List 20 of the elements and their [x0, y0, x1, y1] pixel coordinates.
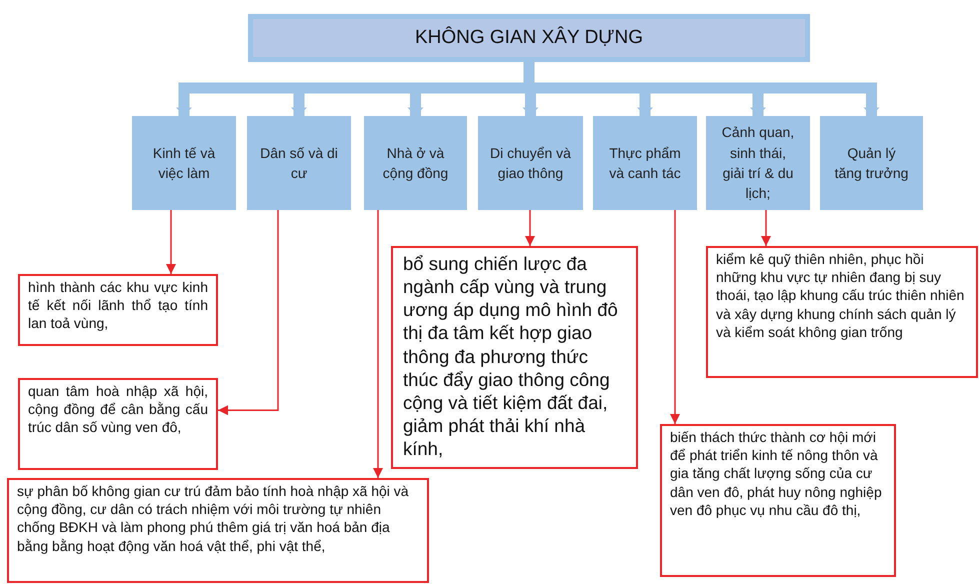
category-box: Di chuyển và giao thông [478, 116, 583, 210]
arrow [761, 210, 771, 246]
category-box: Dân số và di cư [247, 116, 351, 210]
title-box: KHÔNG GIAN XÂY DỰNG [248, 14, 810, 62]
note-box: bổ sung chiến lược đa ngành cấp vùng và trung ương áp dụng mô hình đô thị đa tâm kết hợp giao thông đa phương thức thúc đẩy giao thông công cộng và tiết kiệm đất đai, giảm phát thải khí nhà kính, [391, 246, 638, 469]
category-box: Thực phẩm và canh tác [593, 116, 697, 210]
arrow [166, 210, 176, 274]
note-box: kiểm kê quỹ thiên nhiên, phục hồi những khu vực tự nhiên đang bị suy thoái, tạo lập khung cấu trúc thiên nhiên và xây dựng khung chính sách quản lý và kiểm soát không gian trống [706, 246, 978, 378]
arrow [218, 210, 279, 416]
note-box: hình thành các khu vực kinh tế kết nối lãnh thổ tạo tính lan toả vùng, [18, 274, 218, 346]
category-box: Cảnh quan, sinh thái, giải trí & du lịch; [706, 116, 810, 210]
note-box: quan tâm hoà nhập xã hội, cộng đồng để cân bằng cấu trúc dân số vùng ven đô, [18, 378, 218, 470]
arrow [525, 210, 535, 246]
category-box: Quản lý tăng trưởng [820, 116, 923, 210]
arrow [373, 210, 383, 478]
note-box: sự phân bố không gian cư trú đảm bảo tính hoà nhập xã hội và cộng đồng, cư dân có trách nhiệm với môi trường tự nhiên chống BĐKH và làm phong phú thêm giá trị văn hoá bản địa bằng bằng hoạt động văn hoá vật thể, phi vật thể, [7, 478, 429, 583]
category-box: Nhà ở và cộng đồng [364, 116, 467, 210]
note-box: biến thách thức thành cơ hội mới để phát triển kinh tế nông thôn và gia tăng chất lượng sống của cư dân ven đô, phát huy nông nghiệp ven đô phục vụ nhu cầu đô thị, [660, 424, 896, 577]
arrow [670, 210, 680, 424]
category-box: Kinh tế và việc làm [132, 116, 236, 210]
